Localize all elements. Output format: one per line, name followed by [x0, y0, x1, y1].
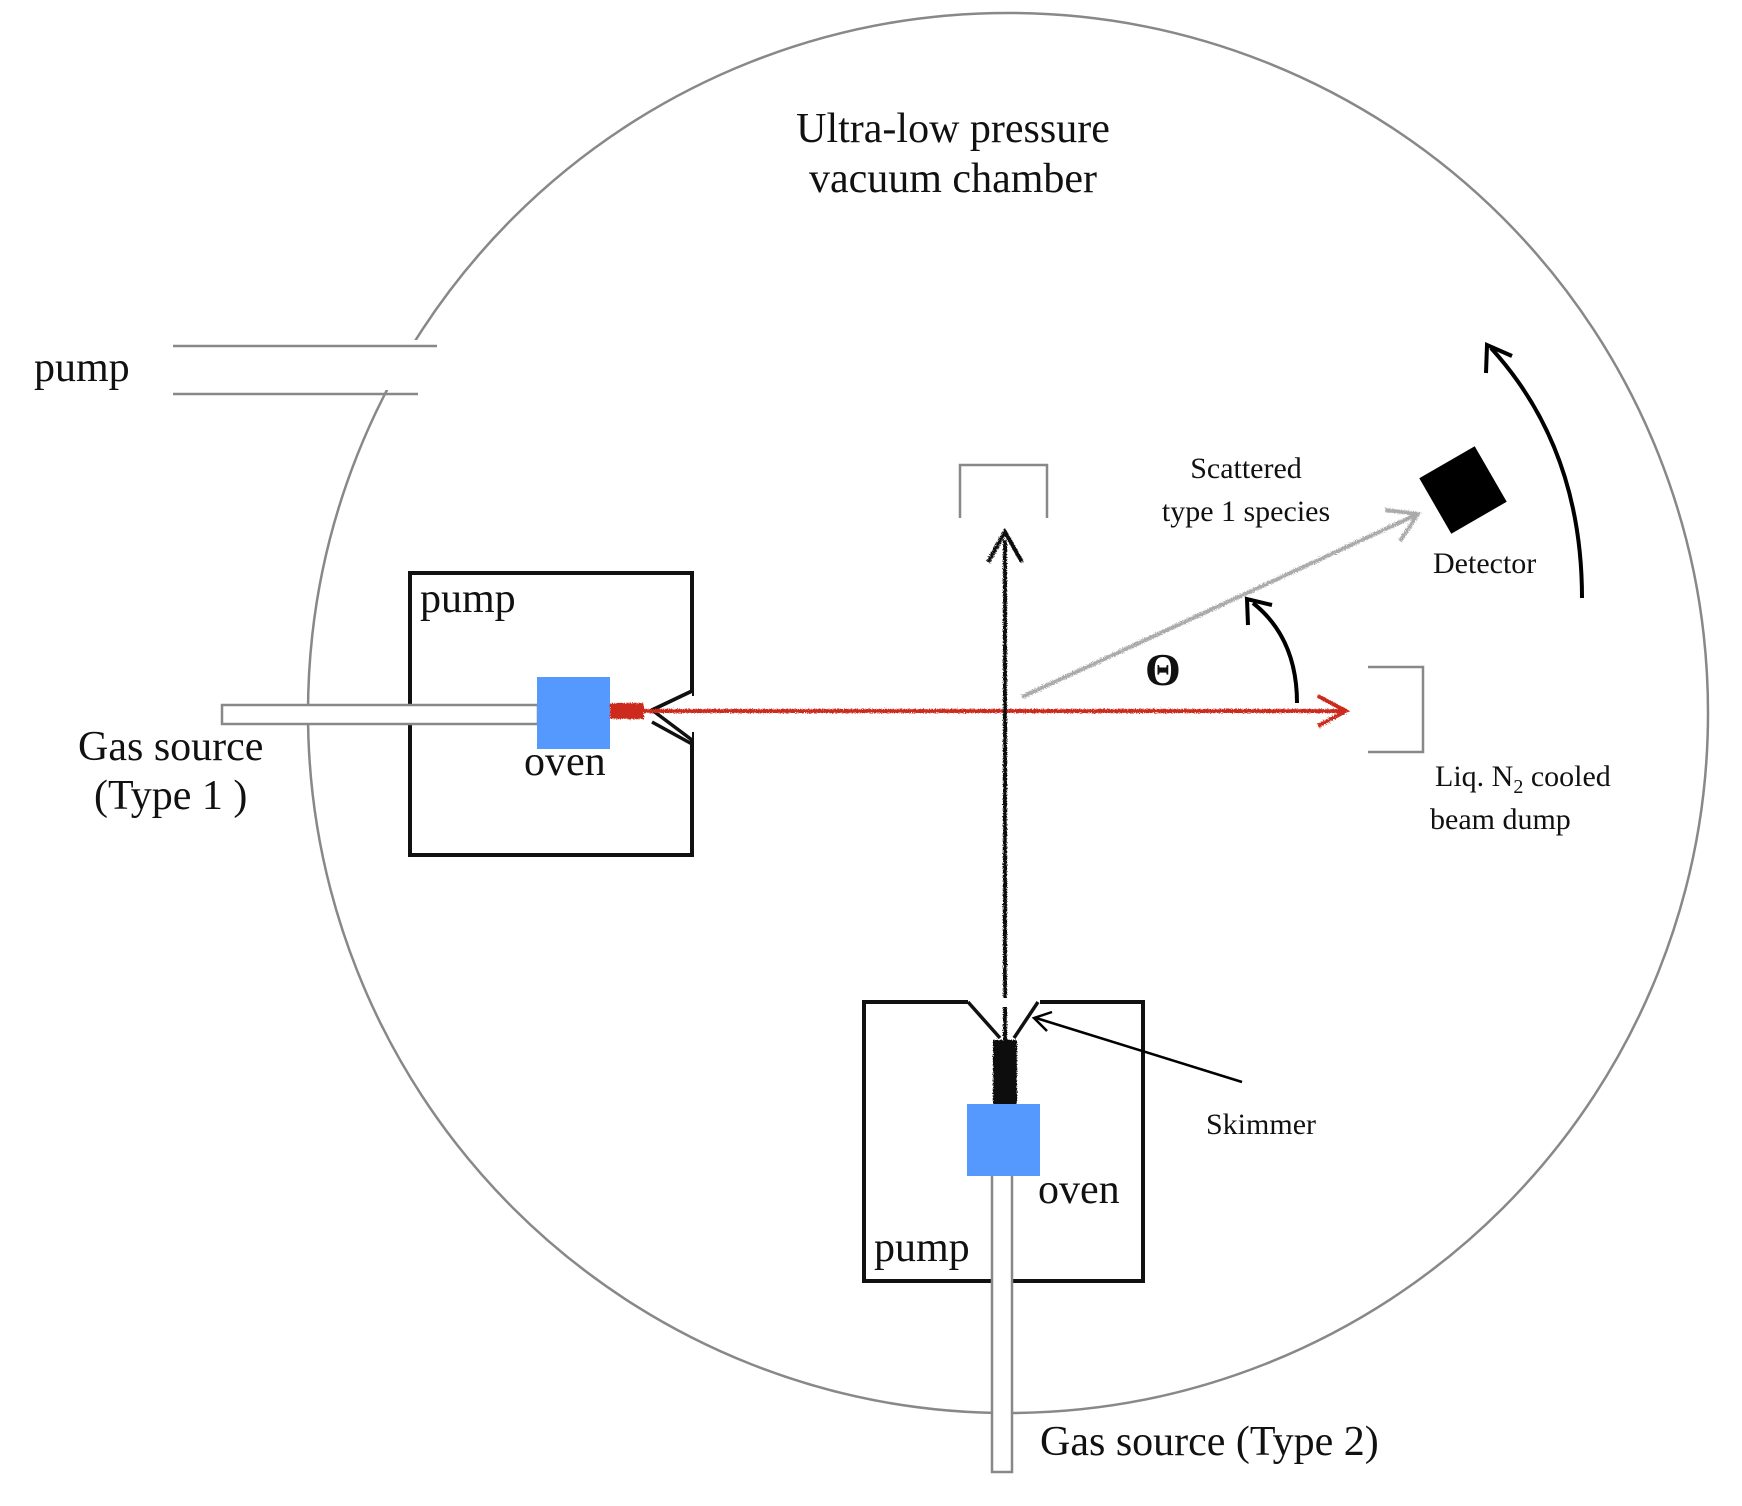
- main-pump-port: [173, 340, 440, 396]
- left-skimmer: [648, 689, 696, 746]
- gas-source-type1-line1: Gas source: [78, 724, 263, 770]
- detector: [1419, 446, 1507, 534]
- scattered-label-line1: Scattered: [1190, 452, 1302, 485]
- gas-source-type1-line2: (Type 1 ): [94, 773, 247, 819]
- beam-type1-arrow: [610, 694, 1351, 728]
- bottom-oven: [967, 1104, 1040, 1176]
- skimmer-pointer-arrow: [1031, 1010, 1243, 1084]
- scattered-label-line2: type 1 species: [1162, 495, 1330, 528]
- gas-source-type2-label: Gas source (Type 2): [1040, 1419, 1379, 1465]
- theta-label: Θ: [1145, 644, 1181, 695]
- beam-dump-label-suffix: cooled: [1523, 760, 1610, 793]
- beam-dump-label-line1: Liq. N2 cooled: [1435, 760, 1611, 798]
- bottom-pump-label: pump: [874, 1225, 970, 1271]
- main-pump-label: pump: [34, 345, 130, 391]
- gas-feed-tube-type1: [220, 703, 540, 726]
- beam-dump-label-prefix: Liq. N: [1435, 760, 1513, 793]
- beam-type2-arrow: [986, 527, 1024, 1106]
- beam-dump-label-subscript: 2: [1513, 776, 1523, 798]
- liq-n2-beam-dump: [1368, 665, 1425, 754]
- beam-dump-label-line2: beam dump: [1430, 803, 1571, 836]
- left-oven-label: oven: [524, 739, 606, 785]
- detector-rotation-arc: [1484, 341, 1584, 599]
- chamber-title-line2: vacuum chamber: [809, 156, 1097, 202]
- scattered-beam-arrow: [1021, 508, 1422, 699]
- theta-angle-arc: [1244, 596, 1299, 704]
- top-beam-dump: [958, 463, 1049, 518]
- gas-feed-tube-type2: [990, 1168, 1014, 1474]
- bottom-oven-label: oven: [1038, 1167, 1120, 1213]
- detector-label: Detector: [1433, 547, 1536, 580]
- left-pump-label: pump: [420, 576, 516, 622]
- chamber-title-line1: Ultra-low pressure: [796, 106, 1110, 152]
- bottom-skimmer: [966, 998, 1040, 1040]
- left-oven: [537, 677, 610, 749]
- skimmer-label: Skimmer: [1206, 1108, 1316, 1141]
